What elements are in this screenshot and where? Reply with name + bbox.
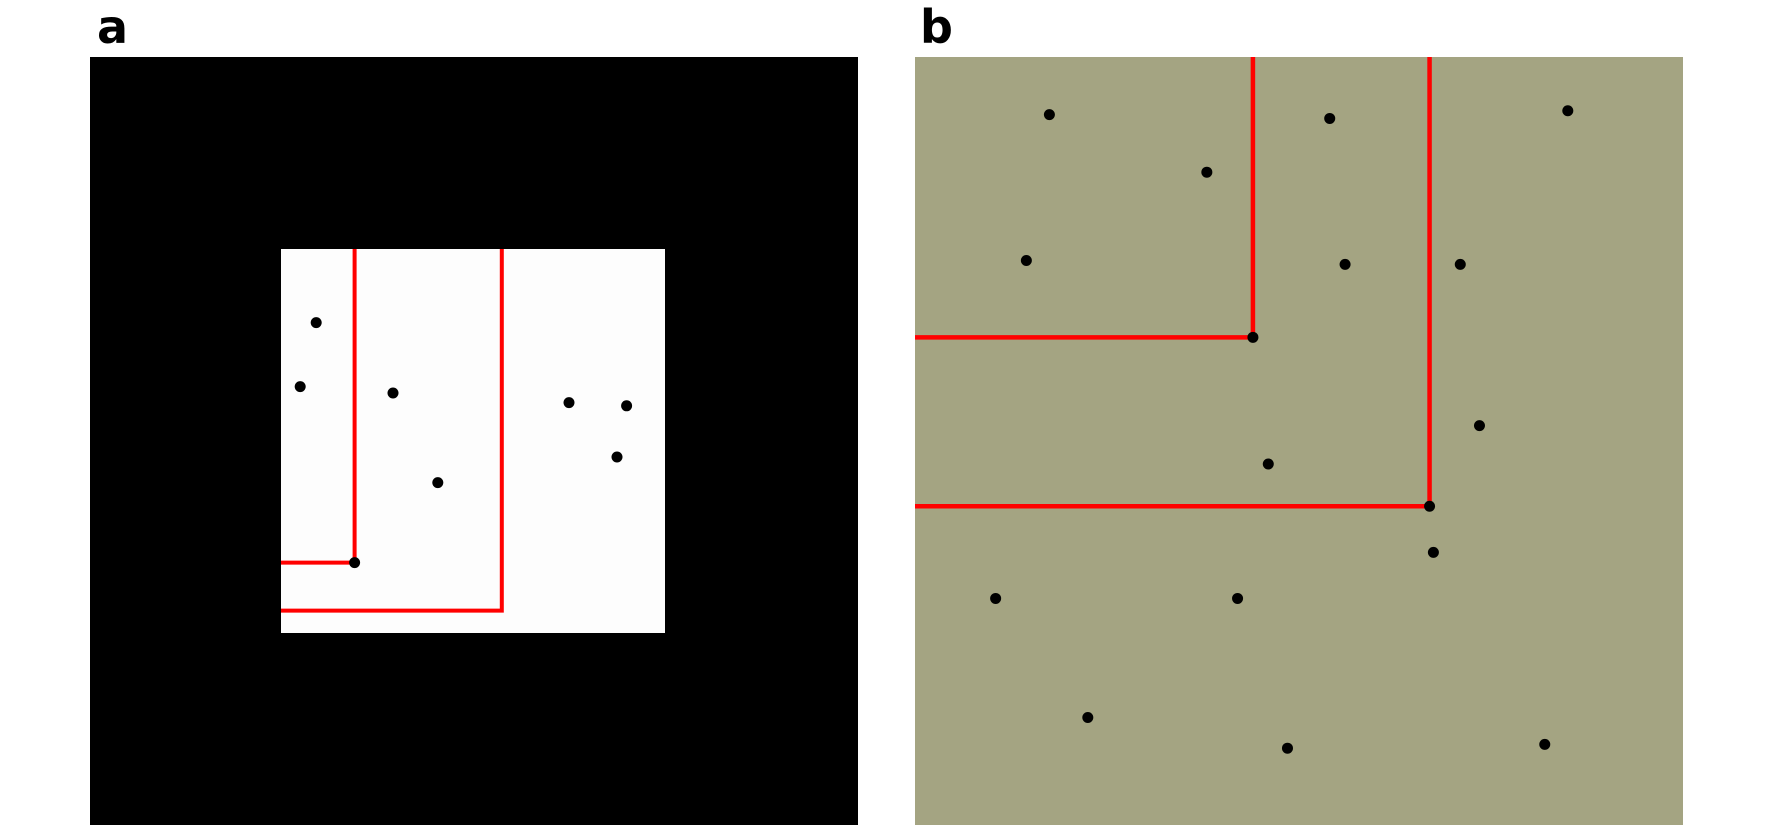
panel-a-point [563,397,575,409]
panel-b-point [1247,331,1259,343]
panel-a-point [387,387,399,399]
panel-a-point [621,400,633,412]
panel-a-point [310,317,322,329]
panel-a-point [611,451,623,463]
panel-b-point [1473,420,1485,432]
panel-b-background [915,57,1683,825]
panel-a-staircase-line [281,249,504,613]
panel-a-point [349,557,361,569]
panel-a-point [432,477,444,489]
panel-a-window [281,249,665,633]
panel-b-point [1427,546,1439,558]
panel-b-point [990,592,1002,604]
panel-a [90,57,858,825]
panel-b-label: b [920,0,953,54]
panel-b-point [1232,592,1244,604]
panel-b-point [1339,258,1351,270]
panel-b-point [1539,738,1551,750]
panel-b-point [1454,258,1466,270]
panel-b-point [1562,105,1574,117]
panel-b-point [1281,742,1293,754]
panel-b-point [1424,500,1436,512]
panel-b [915,57,1683,825]
panel-b-point [1020,255,1032,267]
panel-a-label: a [97,0,129,54]
panel-b-point [1082,711,1094,723]
panel-b-point [1043,109,1055,121]
panel-b-point [1201,166,1213,178]
panel-a-point [294,381,306,393]
panel-b-point [1324,112,1336,124]
panel-b-point [1262,458,1274,470]
